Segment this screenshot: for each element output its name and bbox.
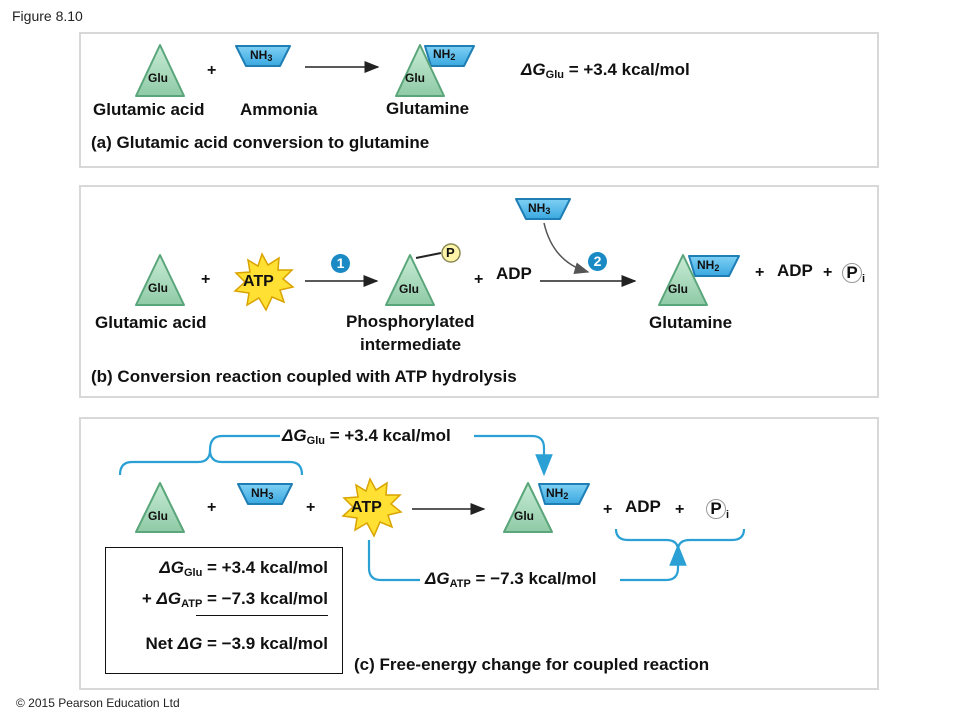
nh2-trapezoid: [688, 255, 740, 277]
nh2-label: NH2: [697, 258, 720, 273]
glu-label: Glu: [668, 282, 688, 296]
plus-sign: +: [201, 271, 211, 288]
phosphorylated-label: Phosphorylated: [346, 312, 475, 331]
glu-label: Glu: [148, 281, 168, 295]
nh3-label: NH3: [251, 486, 274, 501]
panel-c-caption: (c) Free-energy change for coupled react…: [354, 655, 710, 674]
panel-c: [79, 417, 879, 690]
panel-a-caption: (a) Glutamic acid conversion to glutamin…: [91, 133, 430, 152]
panel-b-caption: (b) Conversion reaction coupled with ATP…: [91, 367, 517, 386]
glu-triangle: [503, 482, 553, 533]
step-2-badge: 2: [588, 252, 607, 271]
plus-sign: +: [823, 264, 833, 281]
delta-g-atp-equation: ΔGATP = −7.3 kcal/mol: [425, 569, 597, 590]
plus-sign: +: [207, 499, 217, 516]
glutamic-acid-label: Glutamic acid: [93, 100, 205, 119]
summary-line-atp: + ΔGATP = −7.3 kcal/mol: [141, 589, 328, 610]
bracket-stem-top: [208, 434, 280, 451]
atp-starburst: [341, 477, 403, 538]
glu-label: Glu: [148, 71, 168, 85]
reactant-bracket: [118, 449, 304, 476]
nh3-entry-arrow: [543, 222, 590, 275]
plus-sign: +: [474, 271, 484, 288]
figure-title: Figure 8.10: [12, 8, 83, 24]
phosphate-label: P: [446, 245, 455, 260]
glu-label: Glu: [148, 509, 168, 523]
summary-sum-line: [196, 615, 328, 616]
nh3-trapezoid: [515, 198, 571, 220]
plus-sign: +: [306, 499, 316, 516]
atp-energy-line: [367, 540, 420, 582]
net-energy-summary-box: ΔGGlu = +3.4 kcal/mol + ΔGATP = −7.3 kca…: [105, 547, 343, 674]
glu-triangle: [135, 482, 185, 533]
intermediate-label: intermediate: [360, 335, 462, 354]
glutamic-acid-label: Glutamic acid: [95, 313, 207, 332]
glu-triangle: [658, 254, 708, 306]
atp-label: ATP: [351, 499, 382, 516]
glu-label: Glu: [399, 282, 419, 296]
delta-g-glu-equation: ΔGGlu = +3.4 kcal/mol: [521, 60, 690, 81]
panel-a: [79, 32, 879, 168]
step-1-badge: 1: [331, 254, 350, 273]
copyright-notice: © 2015 Pearson Education Ltd: [16, 696, 180, 710]
delta-g-glu-equation: ΔGGlu = +3.4 kcal/mol: [282, 426, 451, 447]
plus-sign: +: [603, 501, 613, 518]
glu-triangle: [135, 254, 185, 306]
glutamine-label: Glutamine: [386, 99, 470, 118]
glu-triangle: [135, 44, 185, 97]
plus-sign: +: [755, 264, 765, 281]
nh2-trapezoid: [538, 483, 590, 505]
ammonia-label: Ammonia: [240, 100, 318, 119]
phosphate-circle: [441, 243, 461, 263]
atp-energy-arrow: [620, 543, 687, 582]
summary-line-glu: ΔGGlu = +3.4 kcal/mol: [159, 558, 328, 579]
adp-label: ADP: [777, 261, 813, 280]
atp-label: ATP: [243, 273, 274, 290]
product-bracket: [614, 528, 746, 551]
glu-triangle: [385, 254, 435, 306]
nh3-label: NH3: [528, 201, 551, 216]
glu-label: Glu: [514, 509, 534, 523]
phosphate-bond: [415, 252, 442, 259]
plus-sign: +: [207, 62, 217, 79]
plus-sign: +: [675, 501, 685, 518]
nh2-trapezoid: [424, 45, 475, 67]
adp-label: ADP: [625, 497, 661, 516]
nh3-trapezoid: [237, 483, 293, 505]
glu-triangle: [395, 44, 445, 97]
summary-line-net: Net ΔG = −3.9 kcal/mol: [145, 634, 328, 653]
nh2-label: NH2: [546, 486, 569, 501]
atp-starburst: [233, 252, 295, 312]
nh2-label: NH2: [433, 47, 456, 62]
nh3-label: NH3: [250, 48, 273, 63]
nh3-trapezoid: [235, 45, 291, 67]
glu-energy-arrow: [474, 434, 553, 477]
panel-b: [79, 185, 879, 398]
glutamine-label: Glutamine: [649, 313, 733, 332]
adp-label: ADP: [496, 264, 532, 283]
glu-label: Glu: [405, 71, 425, 85]
